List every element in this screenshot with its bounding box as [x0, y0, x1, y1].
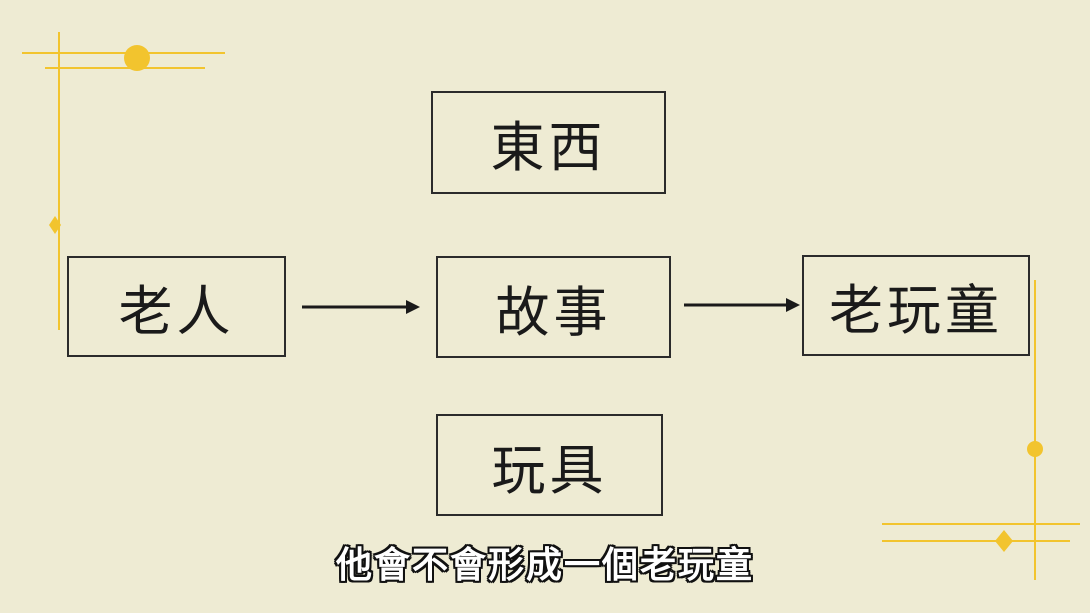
arrow-gushi-to-laowantong	[684, 298, 800, 312]
node-gushi: 故事	[436, 256, 671, 358]
subtitle-caption: 他會不會形成一個老玩童	[335, 545, 754, 586]
node-wanju: 玩具	[436, 414, 663, 516]
node-laowantong: 老玩童	[802, 255, 1030, 356]
node-laoren: 老人	[67, 256, 286, 357]
arrow-laoren-to-gushi	[302, 300, 420, 314]
node-dongxi: 東西	[431, 91, 666, 194]
